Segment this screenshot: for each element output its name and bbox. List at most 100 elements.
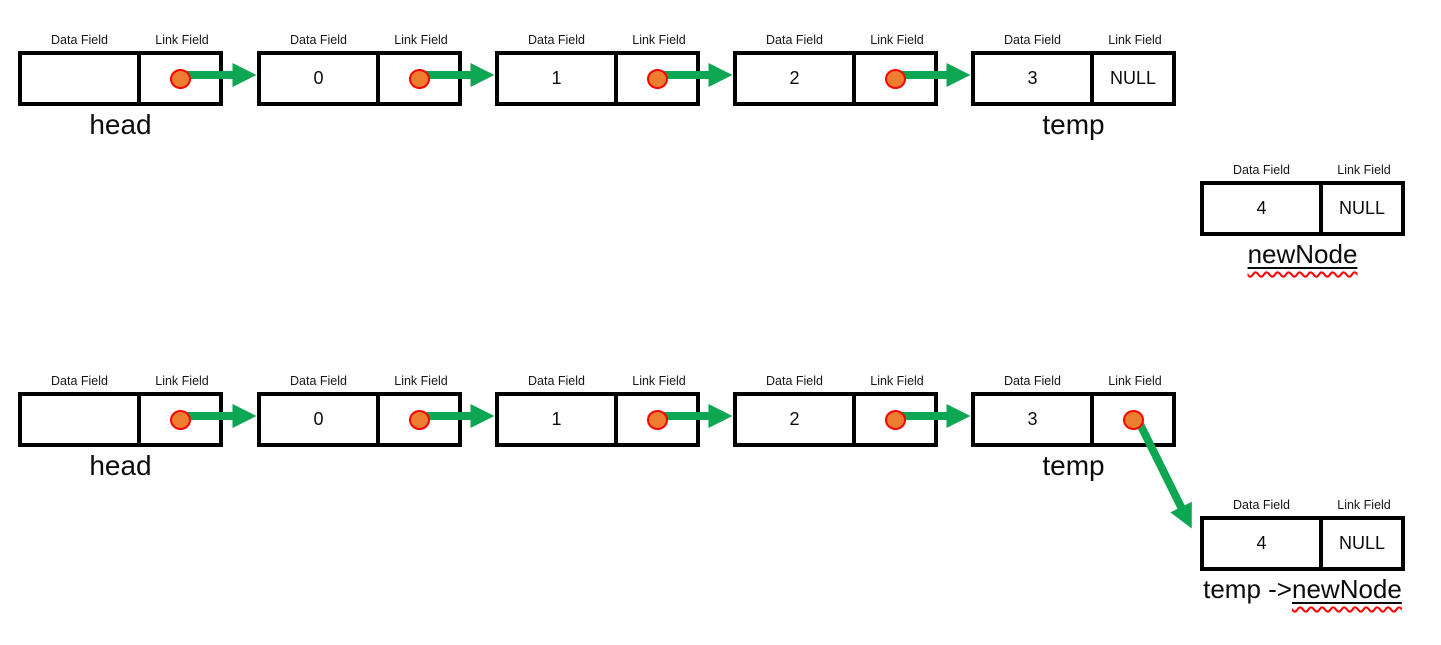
- field-labels: Data Field Link Field: [495, 25, 700, 51]
- node-box: 1: [495, 51, 700, 106]
- data-field-label: Data Field: [290, 374, 347, 388]
- link-cell-null: NULL: [1338, 198, 1386, 218]
- link-field-label: Link Field: [1108, 374, 1162, 388]
- row2-node-1: Data Field Link Field 1: [495, 366, 700, 447]
- row1-node-3-temp: Data Field Link Field 3 NULL temp: [971, 25, 1176, 140]
- data-field-label: Data Field: [1233, 498, 1290, 512]
- link-field-label: Link Field: [394, 374, 448, 388]
- data-cell: 2: [737, 55, 856, 102]
- data-cell: 3: [975, 55, 1094, 102]
- node-box: 2: [733, 392, 938, 447]
- node-box: 0: [257, 51, 462, 106]
- data-cell: 0: [261, 55, 380, 102]
- node-box: [18, 392, 223, 447]
- pointer-dot-icon: [1122, 409, 1144, 430]
- row2-node-0: Data Field Link Field 0: [257, 366, 462, 447]
- data-cell: 4: [1204, 520, 1323, 567]
- field-labels: Data Field Link Field: [495, 366, 700, 392]
- node-box: 3 NULL: [971, 51, 1176, 106]
- pointer-dot-icon: [884, 68, 906, 89]
- link-field-label: Link Field: [1337, 498, 1391, 512]
- link-cell: [141, 55, 219, 102]
- data-field-label: Data Field: [51, 374, 108, 388]
- field-labels: Data Field Link Field: [18, 25, 223, 51]
- pointer-dot-icon: [646, 409, 668, 430]
- head-caption: head: [89, 109, 152, 140]
- data-field-label: Data Field: [51, 33, 108, 47]
- row2-node-2: Data Field Link Field 2: [733, 366, 938, 447]
- field-labels: Data Field Link Field: [1200, 155, 1405, 181]
- row1-node-2: Data Field Link Field 2: [733, 25, 938, 106]
- row1-node-1: Data Field Link Field 1: [495, 25, 700, 106]
- node-box: 3: [971, 392, 1176, 447]
- data-field-label: Data Field: [766, 374, 823, 388]
- data-field-label: Data Field: [528, 374, 585, 388]
- data-field-label: Data Field: [290, 33, 347, 47]
- link-field-label: Link Field: [155, 33, 209, 47]
- row2-node-3-temp: Data Field Link Field 3 temp: [971, 366, 1176, 481]
- link-field-label: Link Field: [1108, 33, 1162, 47]
- link-cell-null: NULL: [1338, 533, 1386, 553]
- data-field-label: Data Field: [1233, 163, 1290, 177]
- link-cell: [618, 396, 696, 443]
- field-labels: Data Field Link Field: [257, 25, 462, 51]
- link-cell: [380, 396, 458, 443]
- field-labels: Data Field Link Field: [971, 366, 1176, 392]
- link-cell: [1094, 396, 1172, 443]
- temp-caption: temp: [1042, 450, 1105, 481]
- link-cell: [856, 55, 934, 102]
- temp-caption: temp: [1042, 109, 1105, 140]
- link-field-label: Link Field: [632, 33, 686, 47]
- node-box: 0: [257, 392, 462, 447]
- field-labels: Data Field Link Field: [18, 366, 223, 392]
- data-cell: 4: [1204, 185, 1323, 232]
- data-field-label: Data Field: [1004, 374, 1061, 388]
- node-box: 2: [733, 51, 938, 106]
- data-cell: 3: [975, 396, 1094, 443]
- field-labels: Data Field Link Field: [257, 366, 462, 392]
- data-cell: 0: [261, 396, 380, 443]
- link-field-label: Link Field: [155, 374, 209, 388]
- link-field-label: Link Field: [1337, 163, 1391, 177]
- link-field-label: Link Field: [870, 374, 924, 388]
- link-field-label: Link Field: [870, 33, 924, 47]
- node-box: [18, 51, 223, 106]
- data-cell: 1: [499, 396, 618, 443]
- data-field-label: Data Field: [528, 33, 585, 47]
- field-labels: Data Field Link Field: [733, 25, 938, 51]
- new-node-label: newNode: [1292, 574, 1402, 604]
- pointer-dot-icon: [169, 68, 191, 89]
- new-node-label: newNode: [1247, 239, 1358, 269]
- data-field-label: Data Field: [766, 33, 823, 47]
- link-cell: [856, 396, 934, 443]
- node-box: 4 NULL: [1200, 516, 1405, 571]
- temp-arrow-prefix: temp ->: [1203, 574, 1292, 604]
- link-cell-null: NULL: [1109, 68, 1157, 88]
- field-labels: Data Field Link Field: [971, 25, 1176, 51]
- data-field-label: Data Field: [1004, 33, 1061, 47]
- link-cell: [618, 55, 696, 102]
- field-labels: Data Field Link Field: [1200, 490, 1405, 516]
- pointer-dot-icon: [884, 409, 906, 430]
- link-field-label: Link Field: [632, 374, 686, 388]
- new-node-caption: newNode: [1080, 239, 1441, 270]
- temp-newnode-caption: temp ->newNode: [1080, 574, 1441, 605]
- pointer-dot-icon: [408, 409, 430, 430]
- row1-new-node: Data Field Link Field 4 NULL newNode: [1200, 155, 1405, 269]
- row1-node-head: Data Field Link Field head: [18, 25, 223, 140]
- link-cell: [380, 55, 458, 102]
- field-labels: Data Field Link Field: [733, 366, 938, 392]
- row1-node-0: Data Field Link Field 0: [257, 25, 462, 106]
- row2-node-head: Data Field Link Field head: [18, 366, 223, 481]
- data-cell: 2: [737, 396, 856, 443]
- pointer-dot-icon: [408, 68, 430, 89]
- pointer-dot-icon: [646, 68, 668, 89]
- node-box: 1: [495, 392, 700, 447]
- data-cell: [22, 396, 141, 443]
- link-cell: [141, 396, 219, 443]
- pointer-dot-icon: [169, 409, 191, 430]
- row2-new-node: Data Field Link Field 4 NULL temp ->newN…: [1200, 490, 1405, 604]
- data-cell: 1: [499, 55, 618, 102]
- node-box: 4 NULL: [1200, 181, 1405, 236]
